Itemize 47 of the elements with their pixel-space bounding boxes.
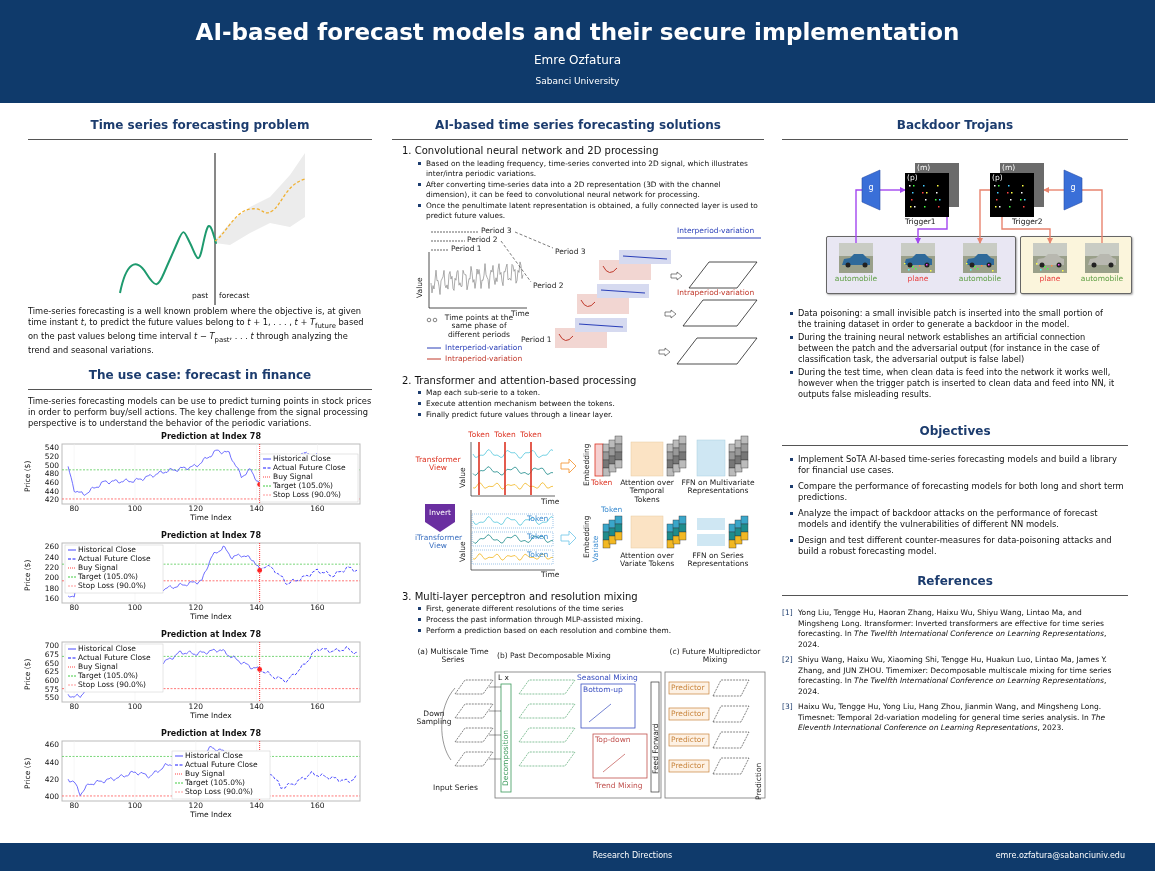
chart-title: Prediction at Index 78 bbox=[160, 729, 262, 740]
section-heading: The use case: forecast in finance bbox=[28, 368, 372, 390]
generator-block bbox=[862, 170, 880, 210]
numbered-heading: 3. Multi-layer perceptron and resolution mixing bbox=[402, 590, 638, 603]
paragraph: Time-series forecasting is a well known problem where the objective is, at given time instant t, to predict the future values belong to t + 1, . . . , t + T$_{future}$ based on the past values belong time interval t − T$_{past}$, . . . t through analyzing the trend and seasonal variations. bbox=[28, 306, 365, 357]
arrow bbox=[1001, 216, 1053, 244]
bullet-text: Compare the performance of forecasting models for both long and short term predictions. bbox=[798, 481, 1125, 504]
section-heading: AI-based time series forecasting solutions bbox=[392, 118, 764, 140]
trigger-pattern bbox=[905, 163, 959, 217]
email-address: emre.ozfatura@sabanciuniv.edu bbox=[994, 851, 1125, 862]
bullet-text: During the training neural network establishes an artificial connection between the patch and the adversarial output (for instance in the case of classification task, the adversarial output is false label) bbox=[798, 332, 1101, 366]
arrow bbox=[879, 187, 906, 193]
bullet-text: Data poisoning: a small invisible patch is inserted into the small portion of the training dataset in order to generate a backdoor in the model. bbox=[798, 308, 1104, 331]
trigger-pattern bbox=[990, 163, 1044, 217]
car-photo bbox=[963, 243, 997, 273]
car-photo bbox=[839, 243, 873, 273]
section-heading: Backdoor Trojans bbox=[782, 118, 1128, 140]
section-heading: References bbox=[782, 574, 1128, 596]
image-group-panel bbox=[826, 236, 1016, 294]
bullet-text: Implement SoTA AI-based time-series forecasting models and build a library for financial use cases. bbox=[798, 454, 1118, 477]
chart-title: Prediction at Index 78 bbox=[160, 531, 262, 542]
bullet-text: Design and test different counter-measures for data-poisoning attacks and build a robust forecasting model. bbox=[798, 535, 1113, 558]
bullet-text: During the test time, when clean data is feed into the network it works well, however when the trigger patch is inserted to clean data and feed into NN, it outputs false misleading results. bbox=[798, 367, 1116, 401]
numbered-heading: 2. Transformer and attention-based processing bbox=[402, 374, 637, 387]
connector-line bbox=[1081, 189, 1103, 244]
paragraph: Time-series forecasting models can be use to predict turning points in stock prices in order to perform buy/sell actions. The key challenge from the signal processing perspective is to understand the behavior of the periodic variations. bbox=[28, 396, 372, 430]
car-photo bbox=[1033, 243, 1067, 273]
bullet-text: Analyze the impact of backdoor attacks on the performance of forecast models and identify the vulnerabilities of different NN models. bbox=[798, 508, 1099, 531]
chart-title: Prediction at Index 78 bbox=[160, 432, 262, 443]
arrow bbox=[915, 216, 948, 244]
numbered-heading: 1. Convolutional neural network and 2D processing bbox=[402, 144, 659, 157]
arrow bbox=[977, 189, 991, 244]
section-heading: Objectives bbox=[782, 424, 1128, 446]
block-label: g bbox=[867, 184, 875, 192]
connector-line bbox=[855, 189, 863, 244]
arrow bbox=[1043, 187, 1065, 193]
image-group-panel bbox=[1020, 236, 1132, 294]
section-heading: Time series forecasting problem bbox=[28, 118, 372, 140]
car-photo bbox=[901, 243, 935, 273]
footer-text: Research Directions bbox=[591, 851, 674, 862]
author-name: Emre Ozfatura bbox=[532, 53, 623, 69]
generator-block bbox=[1064, 170, 1082, 210]
car-photo bbox=[1085, 243, 1119, 273]
block-label: g bbox=[1069, 184, 1077, 192]
affiliation: Sabanci University bbox=[534, 76, 621, 88]
poster-title: AI-based forecast models and their secure implementation bbox=[194, 18, 961, 47]
chart-title: Prediction at Index 78 bbox=[160, 630, 262, 641]
